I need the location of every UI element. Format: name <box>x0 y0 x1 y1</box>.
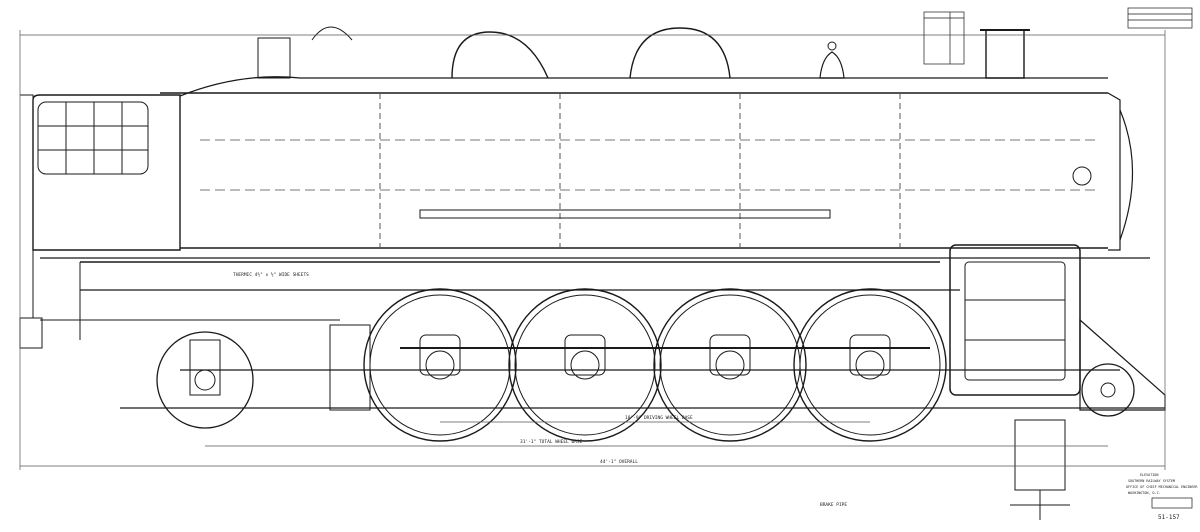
firebox-top <box>179 76 1108 97</box>
label-total-wheel-base: 31'-1" TOTAL WHEEL BASE <box>520 439 583 445</box>
pony-wheel <box>1081 363 1135 417</box>
driving-wheel-1 <box>363 288 517 442</box>
cylinder <box>949 244 1081 396</box>
driving-wheels <box>363 288 947 442</box>
title-line-1: ELEVATION <box>1140 473 1158 477</box>
frame <box>40 261 1120 371</box>
title-line-4: WASHINGTON, D.C. <box>1128 491 1161 495</box>
sand-box <box>311 26 353 41</box>
headlight <box>1072 166 1092 186</box>
label-driving-wheel-base: 18'-9" DRIVING WHEEL BASE <box>625 415 693 421</box>
drawing-number: 51-157 <box>1158 514 1180 521</box>
steam-dome <box>451 31 549 79</box>
label-flues: THERMIC 4½" x ½" WIDE SHEETS <box>233 271 309 278</box>
title-block: ELEVATION SOUTHERN RAILWAY SYSTEM OFFICE… <box>1126 473 1198 521</box>
title-line-2: SOUTHERN RAILWAY SYSTEM <box>1128 479 1175 483</box>
cab <box>19 94 181 349</box>
label-front-end: BRAKE PIPE <box>820 502 847 508</box>
boiler <box>160 92 1134 251</box>
pilot <box>1079 318 1166 411</box>
smokestack <box>985 29 1025 79</box>
cab-window <box>37 101 149 175</box>
revision-table <box>923 7 1193 65</box>
label-overall: 44'-1" OVERALL <box>600 459 638 465</box>
trailing-wheel <box>156 331 254 429</box>
sand-dome <box>629 27 731 79</box>
driving-wheel-2 <box>508 288 662 442</box>
title-line-3: OFFICE OF CHIEF MECHANICAL ENGINEER <box>1126 485 1198 489</box>
bell-top <box>827 41 837 51</box>
driving-wheel-4 <box>793 288 947 442</box>
running-board <box>419 209 831 219</box>
lower-detail <box>1014 419 1066 491</box>
bell <box>819 51 845 79</box>
driving-wheel-3 <box>653 288 807 442</box>
whistle-box <box>257 37 291 79</box>
